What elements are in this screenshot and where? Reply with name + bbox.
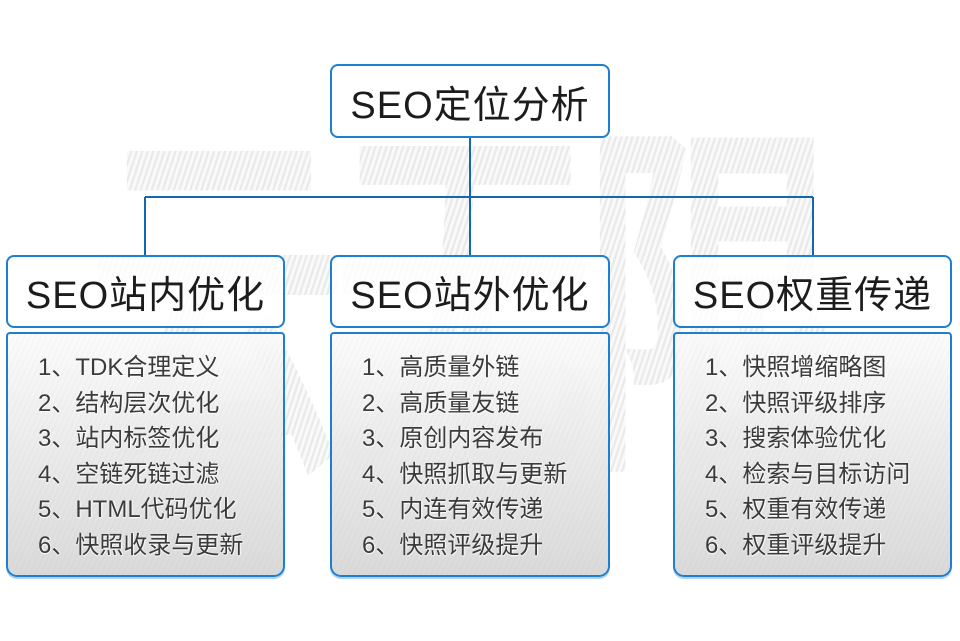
column-list-onsite: 1、TDK合理定义 2、结构层次优化 3、站内标签优化 4、空链死链过滤 5、H… (6, 332, 285, 577)
list-item: 4、检索与目标访问 (705, 460, 911, 488)
column-title-weight: SEO权重传递 (692, 275, 933, 317)
column-header-offsite: SEO站外优化 (330, 255, 610, 328)
list-item: 1、高质量外链 (362, 354, 520, 381)
list-item: 5、权重有效传递 (705, 496, 887, 523)
column-header-onsite: SEO站内优化 (6, 255, 285, 328)
list-item: 2、高质量友链 (362, 389, 520, 417)
column-list-offsite: 1、高质量外链 2、高质量友链 3、原创内容发布 4、快照抓取与更新 5、内连有… (330, 332, 610, 577)
list-item: 3、搜索体验优化 (705, 425, 887, 452)
list-item: 6、权重评级提升 (705, 531, 887, 559)
list-item: 3、站内标签优化 (38, 425, 220, 452)
list-item: 3、原创内容发布 (362, 425, 544, 452)
list-item: 1、快照增缩略图 (705, 354, 887, 381)
root-node-seo-positioning: SEO定位分析 (330, 64, 610, 138)
list-item: 5、HTML代码优化 (38, 496, 237, 523)
list-item: 6、快照评级提升 (362, 531, 544, 559)
list-item: 5、内连有效传递 (362, 496, 544, 523)
list-item: 4、空链死链过滤 (38, 460, 220, 488)
list-item: 6、快照收录与更新 (38, 531, 244, 559)
column-title-offsite: SEO站外优化 (350, 275, 590, 317)
list-item: 2、快照评级排序 (705, 389, 887, 417)
list-item: 1、TDK合理定义 (38, 354, 220, 381)
column-title-onsite: SEO站内优化 (25, 275, 266, 317)
root-node-title: SEO定位分析 (350, 84, 590, 127)
column-header-weight: SEO权重传递 (673, 255, 952, 328)
list-item: 4、快照抓取与更新 (362, 460, 568, 488)
list-item: 2、结构层次优化 (38, 389, 220, 417)
column-list-weight: 1、快照增缩略图 2、快照评级排序 3、搜索体验优化 4、检索与目标访问 5、权… (673, 332, 952, 577)
